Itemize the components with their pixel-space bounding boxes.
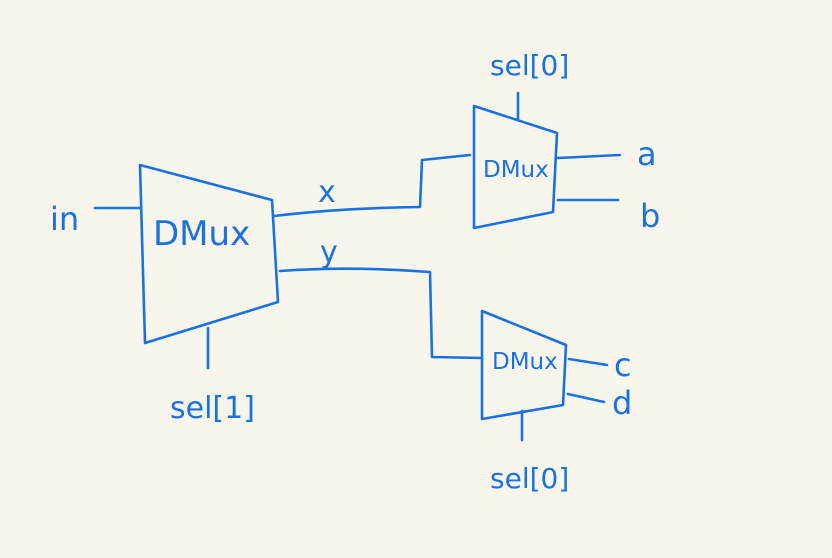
dmux-main-block: DMux	[138, 163, 280, 345]
output-b-label: b	[640, 197, 660, 235]
y-label: y	[320, 235, 338, 270]
output-d-wire	[566, 392, 606, 404]
y-wire	[278, 267, 484, 360]
dmux-bottom-label: DMux	[492, 349, 558, 375]
output-a-label: a	[637, 135, 657, 173]
input-label: in	[50, 200, 79, 238]
x-label: x	[318, 175, 336, 210]
dmux-main-label: DMux	[153, 214, 250, 254]
dmux-bottom-block: DMux	[480, 309, 568, 421]
output-c-label: c	[614, 346, 632, 384]
x-wire	[272, 153, 472, 218]
output-d-label: d	[612, 384, 632, 422]
output-c-wire	[567, 357, 609, 367]
dmux-top-block: DMux	[472, 104, 559, 230]
output-a-wire	[556, 153, 622, 160]
bottom-select-label: sel[0]	[490, 462, 569, 495]
dmux-top-label: DMux	[483, 157, 549, 183]
top-select-label: sel[0]	[490, 49, 569, 82]
main-select-label: sel[1]	[170, 391, 255, 426]
